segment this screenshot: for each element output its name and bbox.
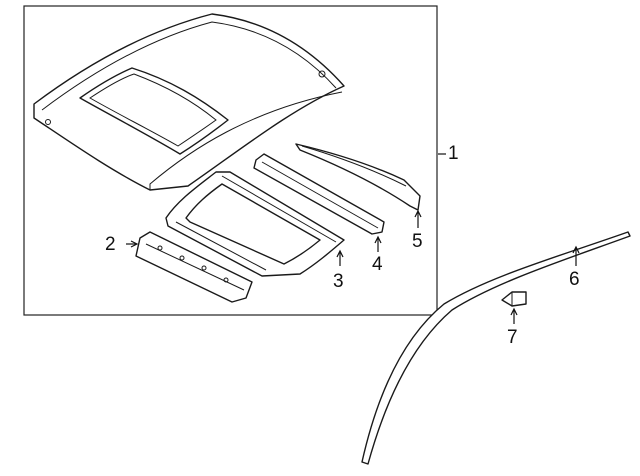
callout-6: 6 (569, 269, 580, 290)
front-header-bow (135, 231, 253, 303)
sunroof-reinforcement-frame (165, 171, 345, 277)
callout-3: 3 (333, 271, 344, 292)
callout-1: 1 (448, 143, 459, 164)
molding-clip (501, 291, 527, 307)
roof-panel (33, 13, 345, 191)
callout-7: 7 (507, 327, 518, 348)
rear-header-rail (295, 143, 421, 211)
rear-roof-bow (253, 153, 385, 235)
callout-4: 4 (372, 254, 383, 275)
leader-lines (126, 153, 580, 324)
callout-2: 2 (105, 234, 116, 255)
assembly-frame (23, 5, 438, 316)
roof-molding (361, 231, 631, 465)
callout-5: 5 (412, 231, 423, 252)
